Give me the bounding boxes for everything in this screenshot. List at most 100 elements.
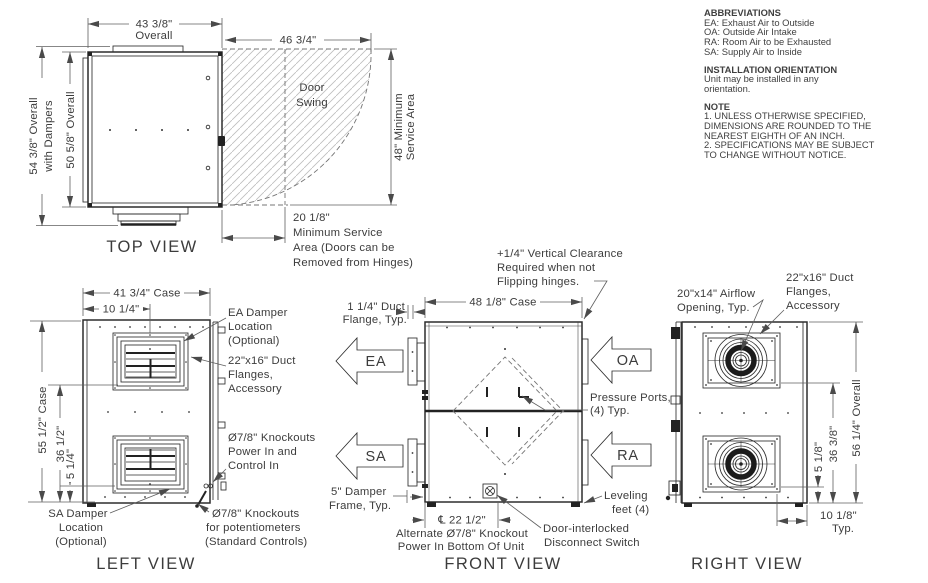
dim-5-eighth: 5 1/8" — [813, 442, 825, 472]
panel-screw-dots — [694, 326, 798, 499]
abbreviation-line: RA: Room Air to be Exhausted — [704, 36, 832, 48]
leveling-foot — [87, 503, 96, 507]
sa-damper-label-2: Location — [59, 522, 103, 534]
side-panel — [82, 57, 89, 203]
hinge — [671, 420, 680, 432]
dim-overall-width: 43 3/8" — [136, 19, 173, 31]
dim-service-20-1: 20 1/8" — [293, 212, 330, 224]
dim-service-48-2: Service Area — [405, 93, 417, 160]
bottom-fan-opening — [702, 435, 781, 493]
heat-exchanger-core — [452, 356, 565, 466]
dim-service-20-4: Removed from Hinges) — [293, 257, 413, 269]
oa-arrow-label: OA — [617, 353, 640, 369]
top-view: 43 3/8" Overall 46 3/4" 54 3/8" Overall … — [26, 17, 417, 269]
door-handle — [218, 136, 225, 146]
front-view-unit — [407, 321, 589, 507]
dim-case-width: 48 1/8" Case — [469, 297, 536, 309]
right-view: 20"x14" Airflow Opening, Typ. 22"x16" Du… — [665, 272, 865, 573]
installation-heading: INSTALLATION ORIENTATION — [704, 63, 838, 75]
abbreviation-line: EA: Exhaust Air to Outside — [704, 16, 815, 28]
leveling-foot — [795, 503, 803, 507]
note-line: 2. SPECIFICATIONS MAY BE SUBJECT — [704, 139, 875, 151]
door-latch — [665, 480, 681, 501]
dim-service-20-2: Minimum Service — [293, 227, 383, 239]
leveling-foot — [571, 502, 580, 507]
top-view-unit — [82, 45, 225, 226]
front-view-title: FRONT VIEW — [444, 555, 561, 573]
ea-arrow — [335, 336, 404, 386]
dim-overall-with-dampers-1: 54 3/8" Overall — [28, 97, 40, 174]
airflow-opening-label-1: 20"x14" Airflow — [677, 288, 756, 300]
duct-flange-label-2: Flanges, — [228, 369, 273, 381]
front-view-dimensions — [393, 280, 608, 529]
knockouts-pot-label-1: Ø7/8" Knockouts — [212, 508, 300, 520]
top-view-dimensions — [26, 17, 397, 243]
panel-screw-dots — [99, 326, 204, 498]
leveling-foot — [427, 502, 436, 507]
leveling-feet-label-2: feet (4) — [612, 504, 649, 516]
airflow-arrows: EA SA OA RA — [335, 335, 652, 481]
abbreviation-line: SA: Supply Air to Inside — [704, 45, 802, 57]
sa-duct-flange — [407, 438, 426, 487]
pressure-ports-label-1: Pressure Ports, — [590, 392, 671, 404]
ra-arrow-label: RA — [617, 448, 639, 464]
ea-arrow-label: EA — [366, 354, 387, 370]
sa-damper-label-1: SA Damper — [48, 508, 108, 520]
dim-damper-offset: 10 1/4" — [103, 304, 140, 316]
hinge — [671, 327, 680, 339]
knockouts-pot-label-3: (Standard Controls) — [205, 536, 307, 548]
knockouts-power-label-1: Ø7/8" Knockouts — [228, 432, 316, 444]
duct-flange-label-2: Flange, Typ. — [343, 314, 407, 326]
knockout-hardware — [195, 481, 227, 508]
disconnect-switch — [482, 483, 498, 499]
right-view-title: RIGHT VIEW — [691, 555, 803, 573]
clearance-note-3: Flipping hinges. — [497, 276, 579, 288]
duct-flange-label-1: 22"x16" Duct — [786, 272, 854, 284]
duct-flange-label-1: 1 1/4" Duct — [347, 301, 405, 313]
duct-flange-label-3: Accessory — [786, 300, 840, 312]
dim-overall-depth: 50 5/8" Overall — [65, 91, 77, 168]
notes-panel: ABBREVIATIONS EA: Exhaust Air to Outside… — [704, 8, 926, 160]
sa-arrow — [335, 431, 404, 481]
dim-service-48-1: 48" Minimum — [393, 93, 405, 161]
door-swing-label-1: Door — [299, 82, 324, 94]
dim-case-width: 41 3/4" Case — [113, 288, 180, 300]
disconnect-label-2: Disconnect Switch — [544, 537, 640, 549]
note-line: DIMENSIONS ARE ROUNDED TO THE — [704, 120, 872, 132]
clearance-note-1: +1/4" Vertical Clearance — [497, 248, 623, 260]
ea-damper-label-1: EA Damper — [228, 307, 288, 319]
panel-screw-dots — [446, 326, 564, 499]
left-view-dimensions — [28, 286, 227, 514]
ea-damper-label-3: (Optional) — [228, 335, 280, 347]
installation-line: Unit may be installed in any — [704, 73, 819, 85]
dim-5-quarter: 5 1/4" — [65, 449, 77, 479]
duct-flange-label-3: Accessory — [228, 383, 282, 395]
right-view-unit — [665, 321, 808, 507]
leveling-foot — [684, 503, 692, 507]
ea-damper-label-2: Location — [228, 321, 272, 333]
dim-36-three-eighth: 36 3/8" — [828, 426, 840, 463]
leveling-feet-label-1: Leveling — [604, 490, 648, 502]
abbreviation-line: OA: Outside Air Intake — [704, 26, 797, 38]
ra-duct-flange — [581, 439, 589, 486]
note-line: TO CHANGE WITHOUT NOTICE. — [704, 149, 847, 161]
duct-flange-label-1: 22"x16" Duct — [228, 355, 296, 367]
dim-door-swing-width: 46 3/4" — [280, 35, 317, 47]
note-line: NEAREST EIGHTH OF AN INCH. — [704, 129, 845, 141]
ea-damper-grille — [112, 332, 189, 391]
left-view-title: LEFT VIEW — [96, 555, 195, 573]
dim-36-half: 36 1/2" — [55, 426, 67, 463]
top-fan-opening — [702, 332, 781, 389]
ea-duct-flange — [407, 337, 426, 386]
duct-flange-strip — [212, 321, 226, 500]
abbreviations-heading: ABBREVIATIONS — [704, 7, 781, 18]
front-view: EA SA OA RA +1/4" Vertical Clearance Req… — [329, 248, 671, 573]
dim-overall-height: 56 1/4" Overall — [851, 379, 863, 456]
duct-flange-label-2: Flanges, — [786, 286, 831, 298]
dim-case-height: 55 1/2" Case — [37, 386, 49, 453]
right-view-dimensions — [740, 298, 865, 526]
dim-overall-with-dampers-2: with Dampers — [43, 100, 55, 173]
top-view-title: TOP VIEW — [106, 238, 197, 256]
